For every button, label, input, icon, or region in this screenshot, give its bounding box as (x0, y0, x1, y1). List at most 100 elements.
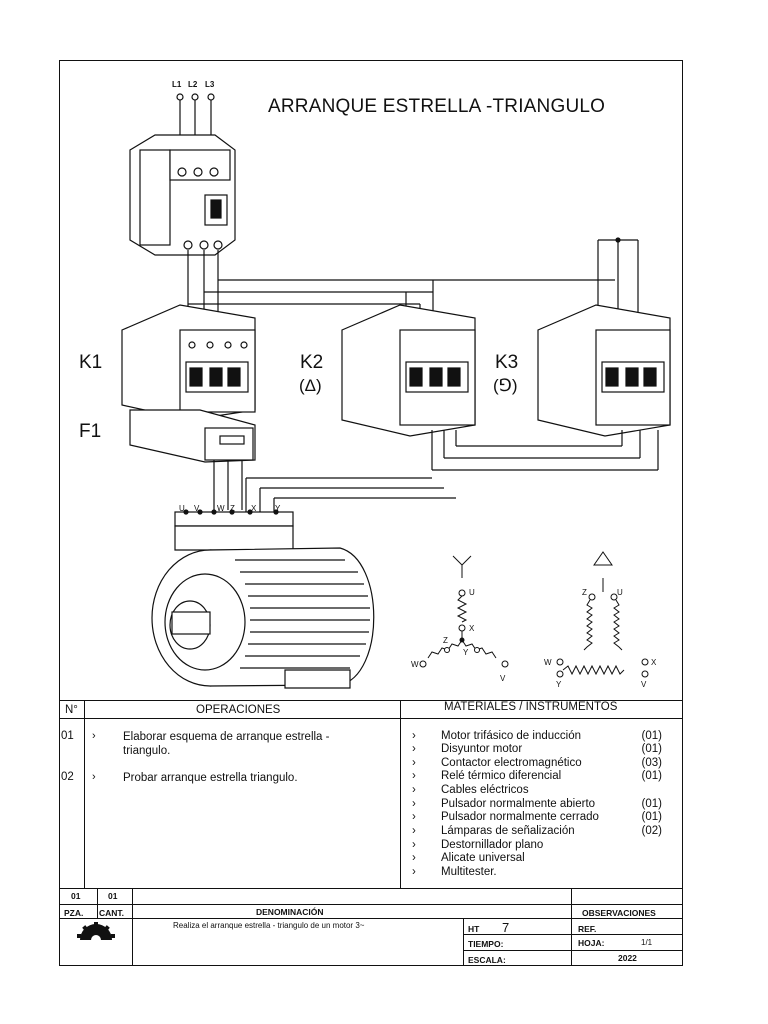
delta-label-w: W (544, 658, 552, 667)
operation-arrow-2: › (92, 771, 96, 783)
material-item: › Lámparas de señalización (02) (412, 825, 662, 839)
denominacion-label: DENOMINACIÓN (256, 907, 324, 917)
star-label-y: Y (463, 648, 469, 657)
contactor-k2-label: K2 (300, 352, 324, 373)
footer-rule-2 (59, 918, 683, 919)
material-qty: (01) (641, 811, 662, 823)
material-name: Contactor electromagnético (441, 757, 582, 769)
material-name: Lámparas de señalización (441, 825, 575, 837)
table-col-rule-1 (84, 700, 85, 888)
material-arrow: › (412, 770, 416, 782)
terminal-z-label: Z (230, 504, 235, 513)
terminal-v-label: V (194, 504, 200, 513)
ht-value: 7 (502, 920, 510, 935)
material-arrow: › (412, 811, 416, 823)
material-name: Relé térmico diferencial (441, 770, 562, 782)
table-top-rule (59, 700, 683, 701)
operation-number-2: 02 (61, 771, 74, 783)
footer-col-rule-4 (571, 888, 572, 966)
pza-value: 01 (71, 891, 81, 901)
footer-rule-4 (463, 950, 683, 951)
denominacion-value: Realiza el arranque estrella - triangulo… (173, 921, 365, 930)
material-qty: (03) (641, 757, 662, 769)
col-materials-header: MATERIALES / INSTRUMENTOS (444, 701, 618, 713)
hoja-label: HOJA: (578, 938, 605, 948)
col-operations-header: OPERACIONES (196, 704, 281, 716)
contactor-k1-drawing (121, 304, 256, 421)
material-name: Destornillador plano (441, 839, 544, 851)
material-name: Alicate universal (441, 852, 525, 864)
star-label-w: W (411, 660, 419, 669)
contactor-k3-sub: (⅁) (493, 376, 518, 395)
table-header-rule (59, 718, 683, 719)
material-arrow: › (412, 784, 416, 796)
operation-text-2: Probar arranque estrella triangulo. (123, 772, 298, 784)
ref-label: REF. (578, 924, 597, 934)
footer-rule-1 (59, 904, 683, 905)
phase-label-l1: L1 (172, 80, 182, 89)
pza-label: PZA. (64, 908, 84, 918)
gear-logo-icon (77, 922, 115, 942)
delta-label-z: Z (582, 588, 587, 597)
delta-label-x: X (651, 658, 657, 667)
star-label-x: X (469, 624, 475, 633)
contactor-k1-label: K1 (79, 352, 103, 373)
terminal-w-label: W (217, 504, 225, 513)
delta-schematic (556, 551, 649, 678)
contactor-k2-drawing (341, 304, 476, 437)
cant-label: CANT. (99, 908, 125, 918)
material-arrow: › (412, 798, 416, 810)
material-name: Pulsador normalmente abierto (441, 798, 596, 810)
material-item: › Disyuntor motor (01) (412, 743, 662, 757)
material-item: › Pulsador normalmente cerrado (01) (412, 811, 662, 825)
material-item: › Multitester. (412, 866, 662, 880)
delta-label-y: Y (556, 680, 562, 689)
relay-f1-label: F1 (79, 421, 102, 442)
star-label-z: Z (443, 636, 448, 645)
operation-text-1: Elaborar esquema de arranque estrella - … (123, 731, 330, 757)
star-label-u: U (469, 588, 475, 597)
material-item: › Cables eléctricos (412, 784, 662, 798)
material-item: › Contactor electromagnético (03) (412, 757, 662, 771)
material-arrow: › (412, 730, 416, 742)
observaciones-label: OBSERVACIONES (582, 908, 656, 918)
star-label-v: V (500, 674, 506, 683)
hoja-value: 1/1 (641, 938, 653, 947)
material-item: › Motor trifásico de inducción (01) (412, 730, 662, 744)
material-name: Motor trifásico de inducción (441, 730, 581, 742)
material-item: › Destornillador plano (412, 839, 662, 853)
escala-label: ESCALA: (468, 955, 506, 965)
footer-top-rule (59, 888, 683, 889)
material-item: › Pulsador normalmente abierto (01) (412, 798, 662, 812)
footer-col-rule-1 (97, 888, 98, 918)
material-item: › Relé térmico diferencial (01) (412, 770, 662, 784)
terminal-u-label: U (179, 504, 185, 513)
breaker-device (129, 134, 236, 256)
terminal-y-label: Y (275, 504, 281, 513)
star-schematic (419, 555, 509, 668)
delta-label-u: U (617, 588, 623, 597)
material-arrow: › (412, 757, 416, 769)
material-arrow: › (412, 743, 416, 755)
table-col-rule-2 (400, 700, 401, 888)
footer-col-rule-3 (463, 918, 464, 966)
material-name: Multitester. (441, 866, 497, 878)
phase-label-l3: L3 (205, 80, 215, 89)
motor-drawing (151, 547, 375, 689)
footer-col-rule-2 (132, 888, 133, 966)
contactor-k3-label: K3 (495, 352, 519, 373)
operation-number-1: 01 (61, 730, 74, 742)
diagram-title: ARRANQUE ESTRELLA -TRIANGULO (268, 96, 606, 117)
relay-f1-drawing (129, 409, 256, 463)
wiring-diagram (121, 93, 671, 689)
contactor-k3-drawing (537, 304, 671, 437)
cant-value: 01 (108, 891, 118, 901)
tiempo-label: TIEMPO: (468, 939, 504, 949)
material-name: Pulsador normalmente cerrado (441, 811, 599, 823)
material-qty: (01) (641, 730, 662, 742)
material-qty: (01) (641, 798, 662, 810)
material-arrow: › (412, 866, 416, 878)
col-number-header: N° (65, 704, 78, 716)
document-sheet (59, 60, 683, 966)
delta-label-v: V (641, 680, 647, 689)
